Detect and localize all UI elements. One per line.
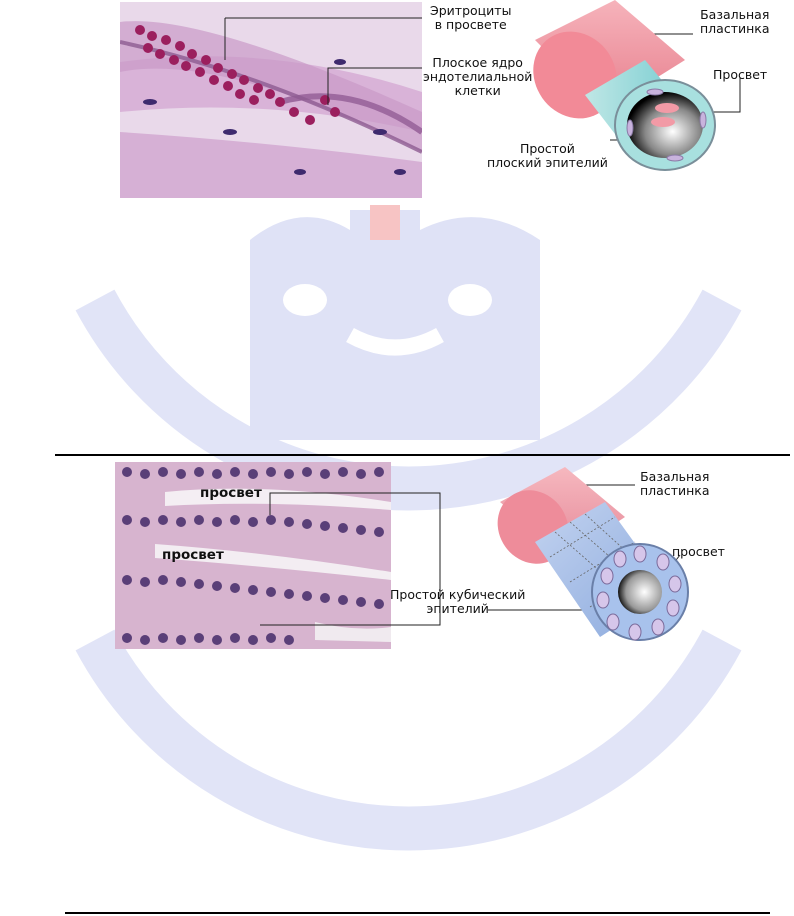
label-flat-nucleus: Плоское ядро эндотелиальной клетки	[423, 55, 533, 98]
micrograph-squamous	[120, 2, 422, 198]
diagram-squamous-tube	[533, 0, 716, 171]
divider-top	[55, 454, 790, 456]
label-lumen-bottom-2: просвет	[162, 547, 224, 563]
label-erythrocytes: Эритроциты в просвете	[430, 3, 512, 32]
label-lumen-bottom-1: просвет	[200, 485, 262, 501]
label-simple-squamous: Простой плоский эпителий	[487, 141, 608, 170]
label-lumen-diagram: просвет	[672, 544, 725, 559]
diagram-cuboidal-tube	[497, 467, 689, 641]
label-basal-lamina-top: Базальная пластинка	[700, 7, 770, 36]
label-lumen-top: Просвет	[713, 67, 768, 82]
divider-bottom	[65, 912, 770, 914]
label-simple-cuboidal: Простой кубический эпителий	[390, 587, 526, 616]
label-basal-lamina-bottom: Базальная пластинка	[640, 469, 710, 498]
